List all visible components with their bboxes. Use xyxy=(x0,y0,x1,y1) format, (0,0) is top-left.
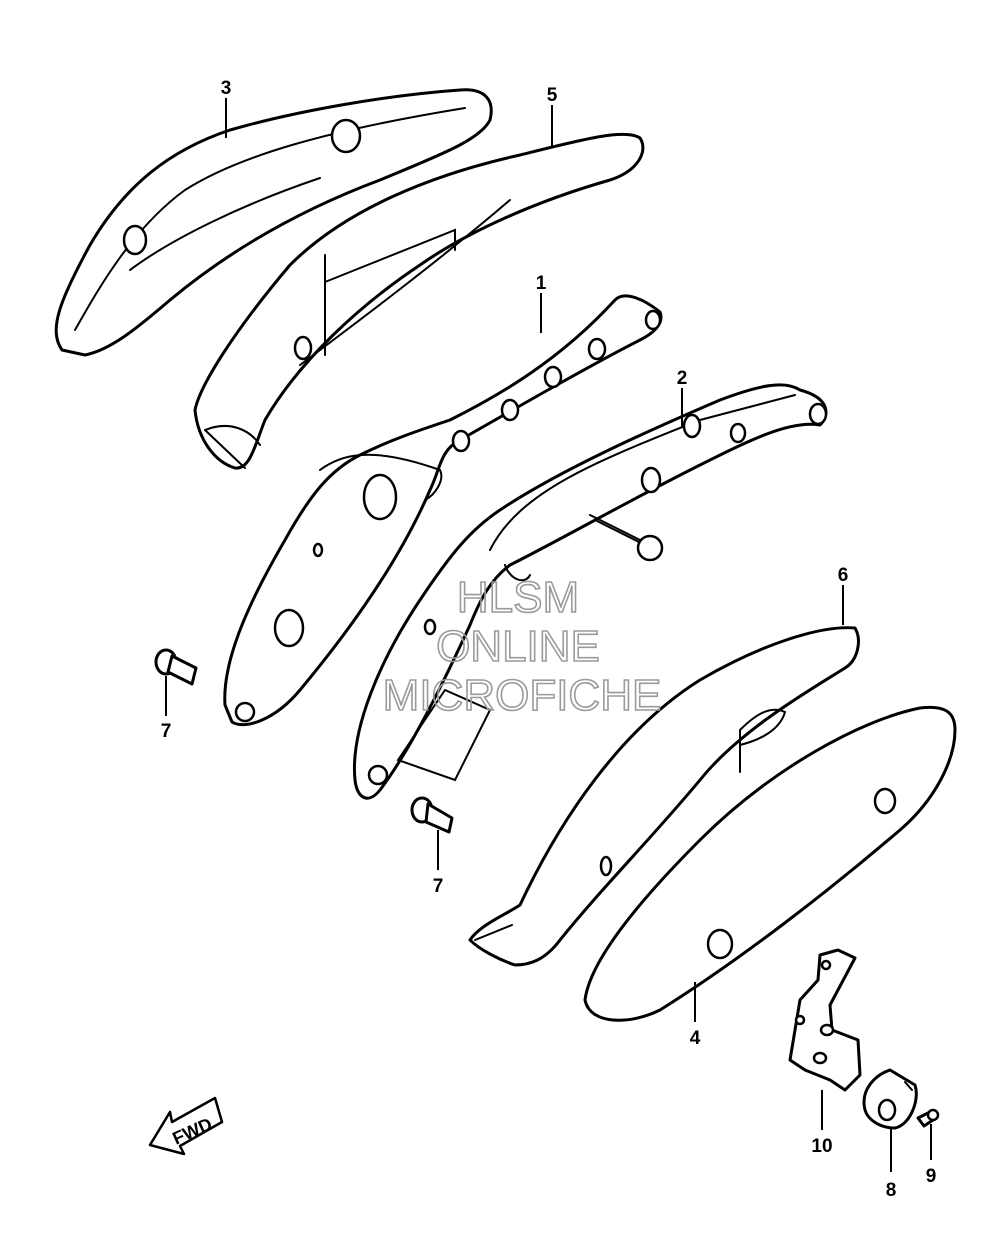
callout-7-lower: 7 xyxy=(433,876,444,897)
callout-8: 8 xyxy=(886,1180,897,1201)
callout-4: 4 xyxy=(690,1028,701,1049)
forward-arrow-icon: FWD xyxy=(148,1096,224,1156)
watermark: HLSM ONLINE MICROFICHE xyxy=(382,572,662,721)
callout-2: 2 xyxy=(677,368,688,389)
callout-9: 9 xyxy=(926,1166,937,1187)
part-3-grab-rail-cover[interactable] xyxy=(54,88,493,357)
watermark-line-1: HLSM xyxy=(457,573,579,622)
part-1-pillion-handle-left[interactable] xyxy=(223,294,663,727)
part-7-bolt-upper[interactable] xyxy=(154,648,198,686)
callout-3: 3 xyxy=(221,78,232,99)
part-9-screw[interactable] xyxy=(916,1108,940,1128)
callout-6: 6 xyxy=(838,565,849,586)
watermark-line-2: ONLINE xyxy=(436,622,600,671)
part-6-grab-cover-inner[interactable] xyxy=(468,626,860,967)
callout-7-upper: 7 xyxy=(161,721,172,742)
part-4-grab-cover-outer[interactable] xyxy=(583,705,957,1022)
leader-lines xyxy=(165,98,932,1172)
part-10-bracket[interactable] xyxy=(788,948,862,1092)
part-7-bolt-lower[interactable] xyxy=(410,796,454,834)
watermark-line-3: MICROFICHE xyxy=(383,671,662,720)
part-8-clamp[interactable] xyxy=(862,1068,918,1130)
part-5-grab-bracket-cover[interactable] xyxy=(193,132,645,470)
part-2-pillion-handle-right[interactable] xyxy=(352,383,828,800)
callout-5: 5 xyxy=(547,85,558,106)
callout-10: 10 xyxy=(811,1136,832,1157)
callout-1: 1 xyxy=(536,273,547,294)
